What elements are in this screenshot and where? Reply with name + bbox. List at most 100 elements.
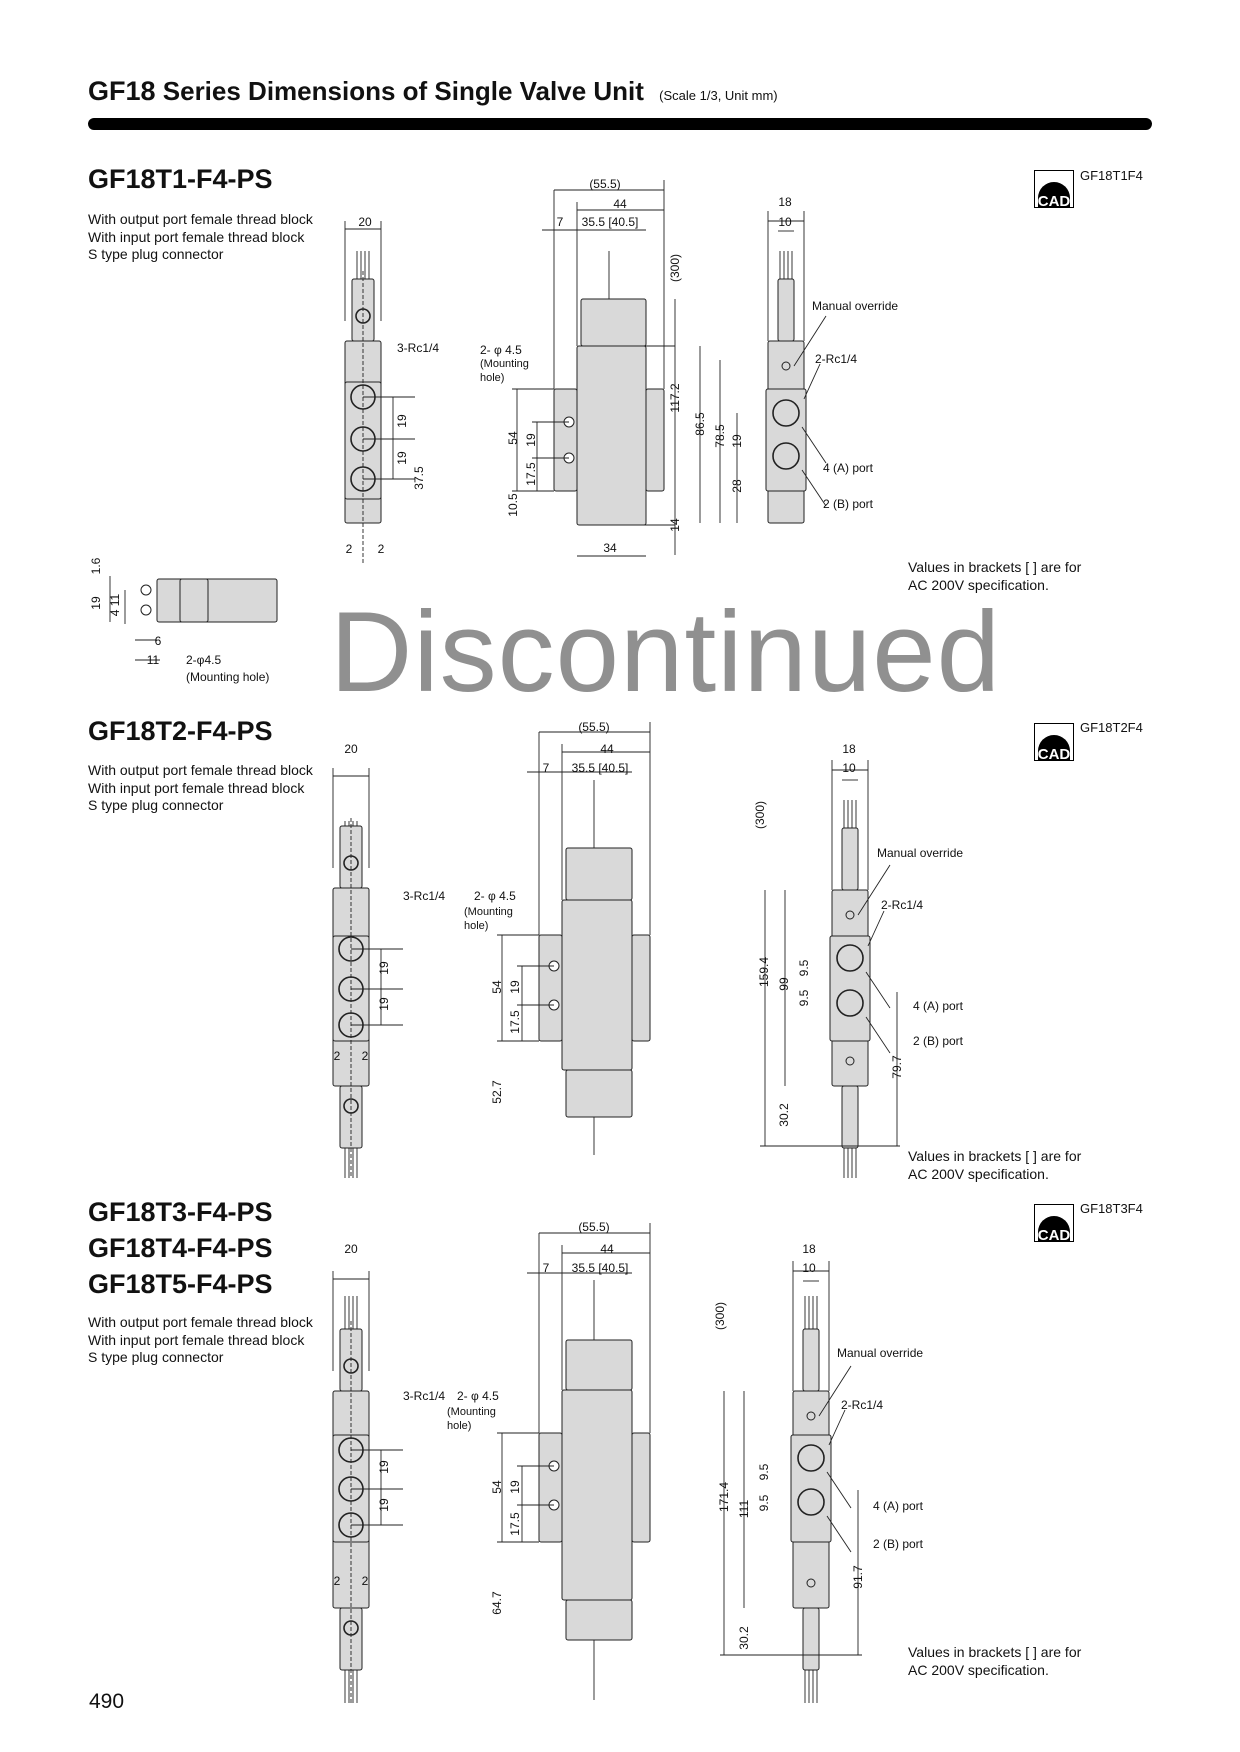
cad-label[interactable]: GF18T1F4 <box>1080 168 1143 183</box>
description-line: With input port female thread block <box>88 1331 305 1348</box>
dimension-label: 35.5 [40.5] <box>572 761 629 775</box>
dimension-line <box>801 469 827 507</box>
dimension-line <box>857 864 891 916</box>
dimension-label: 79.7 <box>890 1055 904 1079</box>
valve-body <box>576 345 647 526</box>
dimension-label: 19 <box>89 596 103 610</box>
note-line: AC 200V specification. <box>908 1662 1049 1678</box>
bottom-view-block <box>179 578 209 623</box>
model-description: With output port female thread block Wit… <box>88 1314 313 1367</box>
description-line: With output port female thread block <box>88 211 313 227</box>
port-circle <box>797 1444 825 1472</box>
side-protrusion <box>645 388 665 492</box>
dimension-label: 7 <box>543 1261 550 1275</box>
dimension-label: (55.5) <box>589 177 620 191</box>
port-circle <box>836 944 864 972</box>
description-line: With input port female thread block <box>88 228 305 245</box>
dimension-label: 2-Rc1/4 <box>841 1398 883 1412</box>
description-line: S type plug connector <box>88 797 224 813</box>
solenoid-head <box>565 847 633 901</box>
dimension-label: 2- φ 4.5 <box>457 1389 499 1403</box>
dimension-label: 52.7 <box>490 1080 504 1104</box>
dimension-label: 20 <box>344 742 358 756</box>
manual-override-icon <box>806 1411 816 1421</box>
svg-text:CAD: CAD <box>1038 1227 1071 1242</box>
dimension-label: 2 <box>346 542 353 556</box>
dimension-label: 17.5 <box>508 1512 522 1536</box>
dimension-label: 2 <box>378 542 385 556</box>
dimension-label: 2-φ4.5 <box>186 653 221 667</box>
page-title: GF18 Series Dimensions of Single Valve U… <box>88 76 778 107</box>
title-text: Series Dimensions of Single Valve Unit <box>162 76 644 106</box>
dimension-label: 54 <box>490 980 504 994</box>
cad-disc-icon: CAD <box>1034 1204 1074 1244</box>
dimension-label: 2- φ 4.5 <box>474 889 516 903</box>
dimension-label: 2 (B) port <box>913 1034 964 1048</box>
connector <box>777 278 795 342</box>
dimension-label: 2-Rc1/4 <box>815 352 857 366</box>
port-circle <box>772 399 800 427</box>
side-protrusion <box>631 934 651 1042</box>
dimension-label: 159.4 <box>757 957 771 987</box>
dimension-label: 9.5 <box>757 1463 771 1480</box>
dimension-label: 35.5 [40.5] <box>582 215 639 229</box>
dimension-label: 30.2 <box>777 1103 791 1127</box>
dimension-label: 6 <box>155 634 162 648</box>
dimension-label: 2 <box>334 1574 341 1588</box>
note-line: Values in brackets [ ] are for <box>908 559 1082 575</box>
dimension-label: 10 <box>842 761 856 775</box>
dimension-label: (55.5) <box>578 1220 609 1234</box>
dimension-line <box>828 1409 846 1446</box>
cad-label[interactable]: GF18T3F4 <box>1080 1201 1143 1216</box>
bottom-view-body <box>156 578 278 623</box>
dimension-label: 20 <box>344 1242 358 1256</box>
dimension-label: 28 <box>730 479 744 493</box>
side-protrusion <box>631 1432 651 1543</box>
dimension-label: 44 <box>613 197 627 211</box>
connector <box>802 1607 820 1671</box>
dimension-label: 78.5 <box>713 424 727 448</box>
cad-download-icon[interactable]: CAD <box>1034 723 1074 763</box>
model-heading: GF18T2-F4-PS <box>88 716 273 746</box>
cad-download-icon[interactable]: CAD <box>1034 1204 1074 1244</box>
dimension-label: 11 <box>147 653 160 667</box>
dimension-label: 4 11 <box>108 593 122 616</box>
page-number: 490 <box>89 1690 125 1713</box>
dimension-label: 35.5 [40.5] <box>572 1261 629 1275</box>
dimension-label: 4 (A) port <box>823 461 874 475</box>
dimension-label: 19 <box>377 1460 391 1474</box>
port-circle <box>772 442 800 470</box>
valve-body <box>561 1389 633 1601</box>
dimension-label: 3-Rc1/4 <box>397 341 439 355</box>
dimension-label: 19 <box>524 433 538 447</box>
manual-override-icon <box>845 910 855 920</box>
dimension-label: (Mounting <box>464 906 513 918</box>
dimension-label: 3-Rc1/4 <box>403 1389 445 1403</box>
dimension-label: 44 <box>600 742 614 756</box>
cad-download-icon[interactable]: CAD <box>1034 170 1074 210</box>
dimension-label: 19 <box>395 414 409 428</box>
dimension-label: 34 <box>603 541 617 555</box>
note-line: Values in brackets [ ] are for <box>908 1148 1082 1164</box>
mounting-hole <box>140 584 152 596</box>
dimension-line <box>867 910 885 947</box>
note-line: AC 200V specification. <box>908 1166 1049 1182</box>
dimension-label: 19 <box>377 1498 391 1512</box>
dimension-label: 3-Rc1/4 <box>403 889 445 903</box>
dimension-label: 4 (A) port <box>913 999 964 1013</box>
model-description: With output port female thread block Wit… <box>88 762 313 815</box>
dimension-line <box>801 426 827 464</box>
dimension-label: (Mounting <box>480 358 529 370</box>
model-heading: GF18T3-F4-PS <box>88 1197 273 1227</box>
cad-label[interactable]: GF18T2F4 <box>1080 720 1143 735</box>
model-heading: GF18T5-F4-PS <box>88 1269 273 1299</box>
solenoid-head <box>565 1599 633 1641</box>
dimension-label: 19 <box>377 961 391 975</box>
connector <box>841 1085 859 1149</box>
dimension-label: (300) <box>668 254 682 282</box>
series-code: GF18 <box>88 76 156 106</box>
scale-note: (Scale 1/3, Unit mm) <box>659 88 778 103</box>
bracket-note: Values in brackets [ ] are for AC 200V s… <box>908 558 1081 594</box>
dimension-line <box>865 1016 891 1054</box>
dimension-label: (300) <box>713 1302 727 1330</box>
